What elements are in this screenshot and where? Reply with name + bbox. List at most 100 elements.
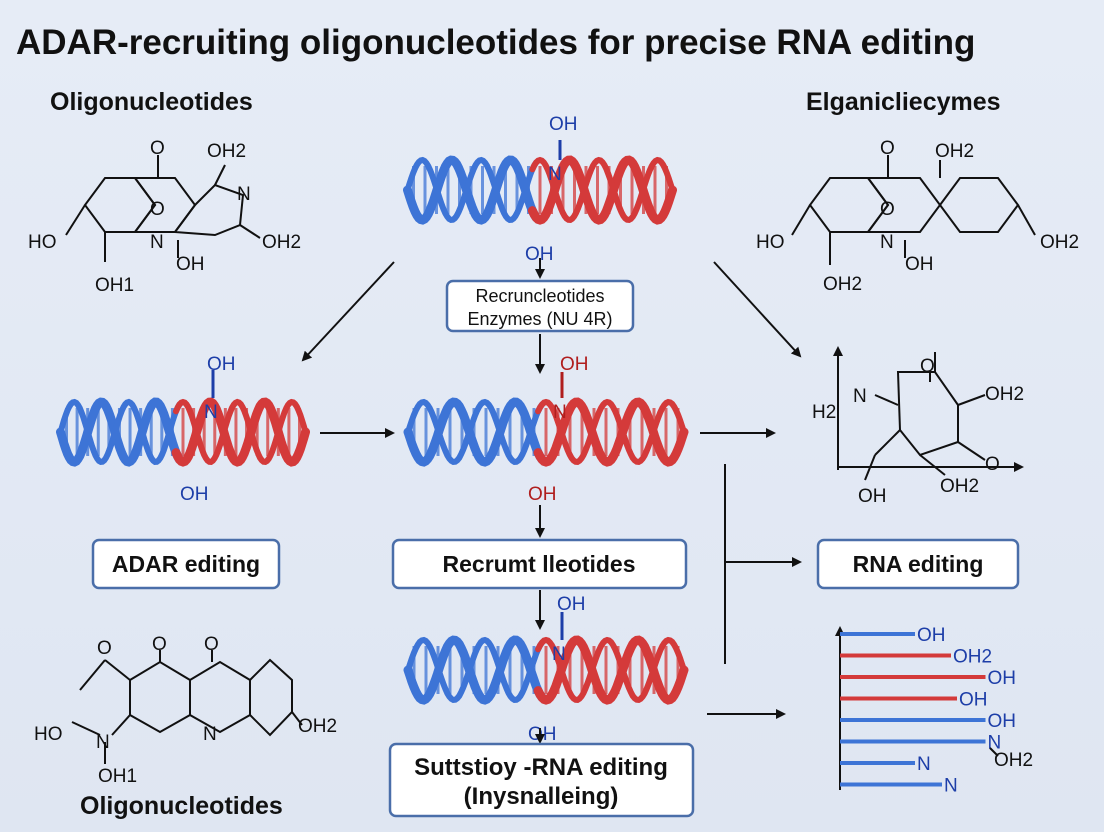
helix-strand	[57, 398, 183, 465]
svg-text:Recrumt lleotides: Recrumt lleotides	[443, 551, 636, 577]
bar-label: N	[917, 754, 931, 775]
svg-text:O: O	[152, 634, 167, 655]
svg-text:O: O	[150, 199, 165, 220]
svg-text:N: N	[548, 164, 562, 185]
bar-label: OH	[917, 625, 946, 646]
svg-text:O: O	[880, 199, 895, 220]
molecule-mid-right: H2 N O OH2 O OH OH2	[812, 346, 1024, 507]
svg-text:OH: OH	[905, 254, 934, 275]
svg-text:OH2: OH2	[823, 274, 862, 295]
box-recruit: Recrumt lleotides	[391, 538, 688, 590]
svg-text:N: N	[203, 724, 217, 745]
helix-strand	[403, 635, 547, 705]
svg-text:O: O	[920, 356, 935, 377]
svg-text:N: N	[553, 402, 567, 423]
helix-strand	[404, 156, 540, 223]
helix-left-labels: OH N OH	[180, 354, 236, 505]
bar-mark	[840, 761, 915, 765]
svg-text:N: N	[96, 732, 110, 753]
svg-text:OH: OH	[549, 114, 578, 135]
helix-strand	[529, 156, 676, 223]
svg-text:O: O	[97, 638, 112, 659]
svg-text:Enzymes (NU 4R): Enzymes (NU 4R)	[467, 309, 612, 329]
svg-text:HO: HO	[28, 232, 57, 253]
molecule-bottom-left: O O O HO N N OH2 OH1	[34, 634, 337, 787]
svg-text:OH: OH	[176, 254, 205, 275]
helix-strand	[403, 155, 541, 225]
svg-text:OH: OH	[207, 354, 236, 375]
svg-text:O: O	[150, 138, 165, 159]
helix-top	[403, 155, 677, 225]
helix-strand	[405, 636, 546, 703]
svg-text:N: N	[150, 232, 164, 253]
svg-text:Recruncleotides: Recruncleotides	[475, 286, 604, 306]
svg-text:OH: OH	[528, 724, 557, 745]
svg-text:OH2: OH2	[935, 141, 974, 162]
svg-text:OH2: OH2	[207, 141, 246, 162]
svg-text:N: N	[237, 184, 251, 205]
bar-mark	[840, 675, 986, 679]
svg-text:OH2: OH2	[985, 384, 1024, 405]
svg-text:OH: OH	[528, 484, 557, 505]
helix-strand	[56, 397, 184, 467]
svg-text:H2: H2	[812, 402, 836, 423]
svg-text:ADAR editing: ADAR editing	[112, 551, 260, 577]
helix-strand	[535, 398, 687, 465]
svg-text:OH: OH	[557, 594, 586, 615]
helix-bottom	[403, 635, 689, 705]
helix-strand	[405, 398, 546, 465]
box-rna-editing: RNA editing	[816, 538, 1020, 590]
svg-text:N: N	[880, 232, 894, 253]
box-adar-editing: ADAR editing	[91, 538, 281, 590]
bar-label: N	[944, 776, 958, 797]
helix-center	[403, 397, 689, 467]
bar-mark	[840, 782, 942, 787]
svg-text:RNA editing: RNA editing	[853, 551, 984, 577]
helix-strand	[173, 398, 309, 465]
heading-top-left: Oligonucleotides	[50, 88, 253, 116]
bar-label: OH	[988, 711, 1017, 732]
bar-mark	[840, 632, 915, 636]
svg-text:Suttstioy -RNA editing: Suttstioy -RNA editing	[414, 754, 668, 781]
svg-text:HO: HO	[756, 232, 785, 253]
page-title: ADAR-recruiting oligonucleotides for pre…	[16, 23, 975, 62]
heading-top-right: Elganicliecymes	[806, 88, 1001, 116]
svg-text:O: O	[880, 138, 895, 159]
molecule-top-right: O OH2 O HO N OH OH2 OH2	[756, 138, 1079, 295]
bar-mark	[840, 739, 986, 744]
svg-text:OH: OH	[180, 484, 209, 505]
svg-text:N: N	[204, 402, 218, 423]
svg-text:OH: OH	[858, 486, 887, 507]
bar-mark	[840, 696, 957, 701]
bar-label: OH	[988, 668, 1017, 689]
svg-text:O: O	[204, 634, 219, 655]
box-bottom: Suttstioy -RNA editing (Inysnalleing)	[388, 742, 695, 818]
svg-text:N: N	[552, 644, 566, 665]
flow-arrows	[301, 258, 802, 744]
svg-text:OH2: OH2	[262, 232, 301, 253]
bar-mark	[840, 653, 951, 658]
svg-text:OH2: OH2	[298, 716, 337, 737]
molecule-top-left: O OH2 N O HO N OH OH2 OH1	[28, 138, 301, 296]
helix-left	[56, 397, 310, 467]
svg-text:OH2: OH2	[1040, 232, 1079, 253]
svg-text:OH2: OH2	[940, 476, 979, 497]
svg-text:OH1: OH1	[95, 275, 134, 296]
bar-label: OH	[959, 690, 988, 711]
heading-bottom-left: Oligonucleotides	[80, 792, 283, 820]
bar-label: OH2	[953, 647, 992, 668]
helix-center-labels: OH N OH	[528, 354, 589, 505]
svg-text:O: O	[985, 454, 1000, 475]
svg-text:N: N	[853, 386, 867, 407]
helix-strand	[403, 397, 547, 467]
bar-trailing-label: OH2	[994, 750, 1033, 771]
bar-mark	[840, 718, 986, 722]
svg-text:OH: OH	[525, 244, 554, 265]
svg-text:OH1: OH1	[98, 766, 137, 787]
helix-strand	[535, 636, 687, 703]
svg-text:(Inysnalleing): (Inysnalleing)	[464, 783, 619, 810]
svg-text:OH: OH	[560, 354, 589, 375]
helix-top-labels: OH N OH	[525, 114, 578, 265]
